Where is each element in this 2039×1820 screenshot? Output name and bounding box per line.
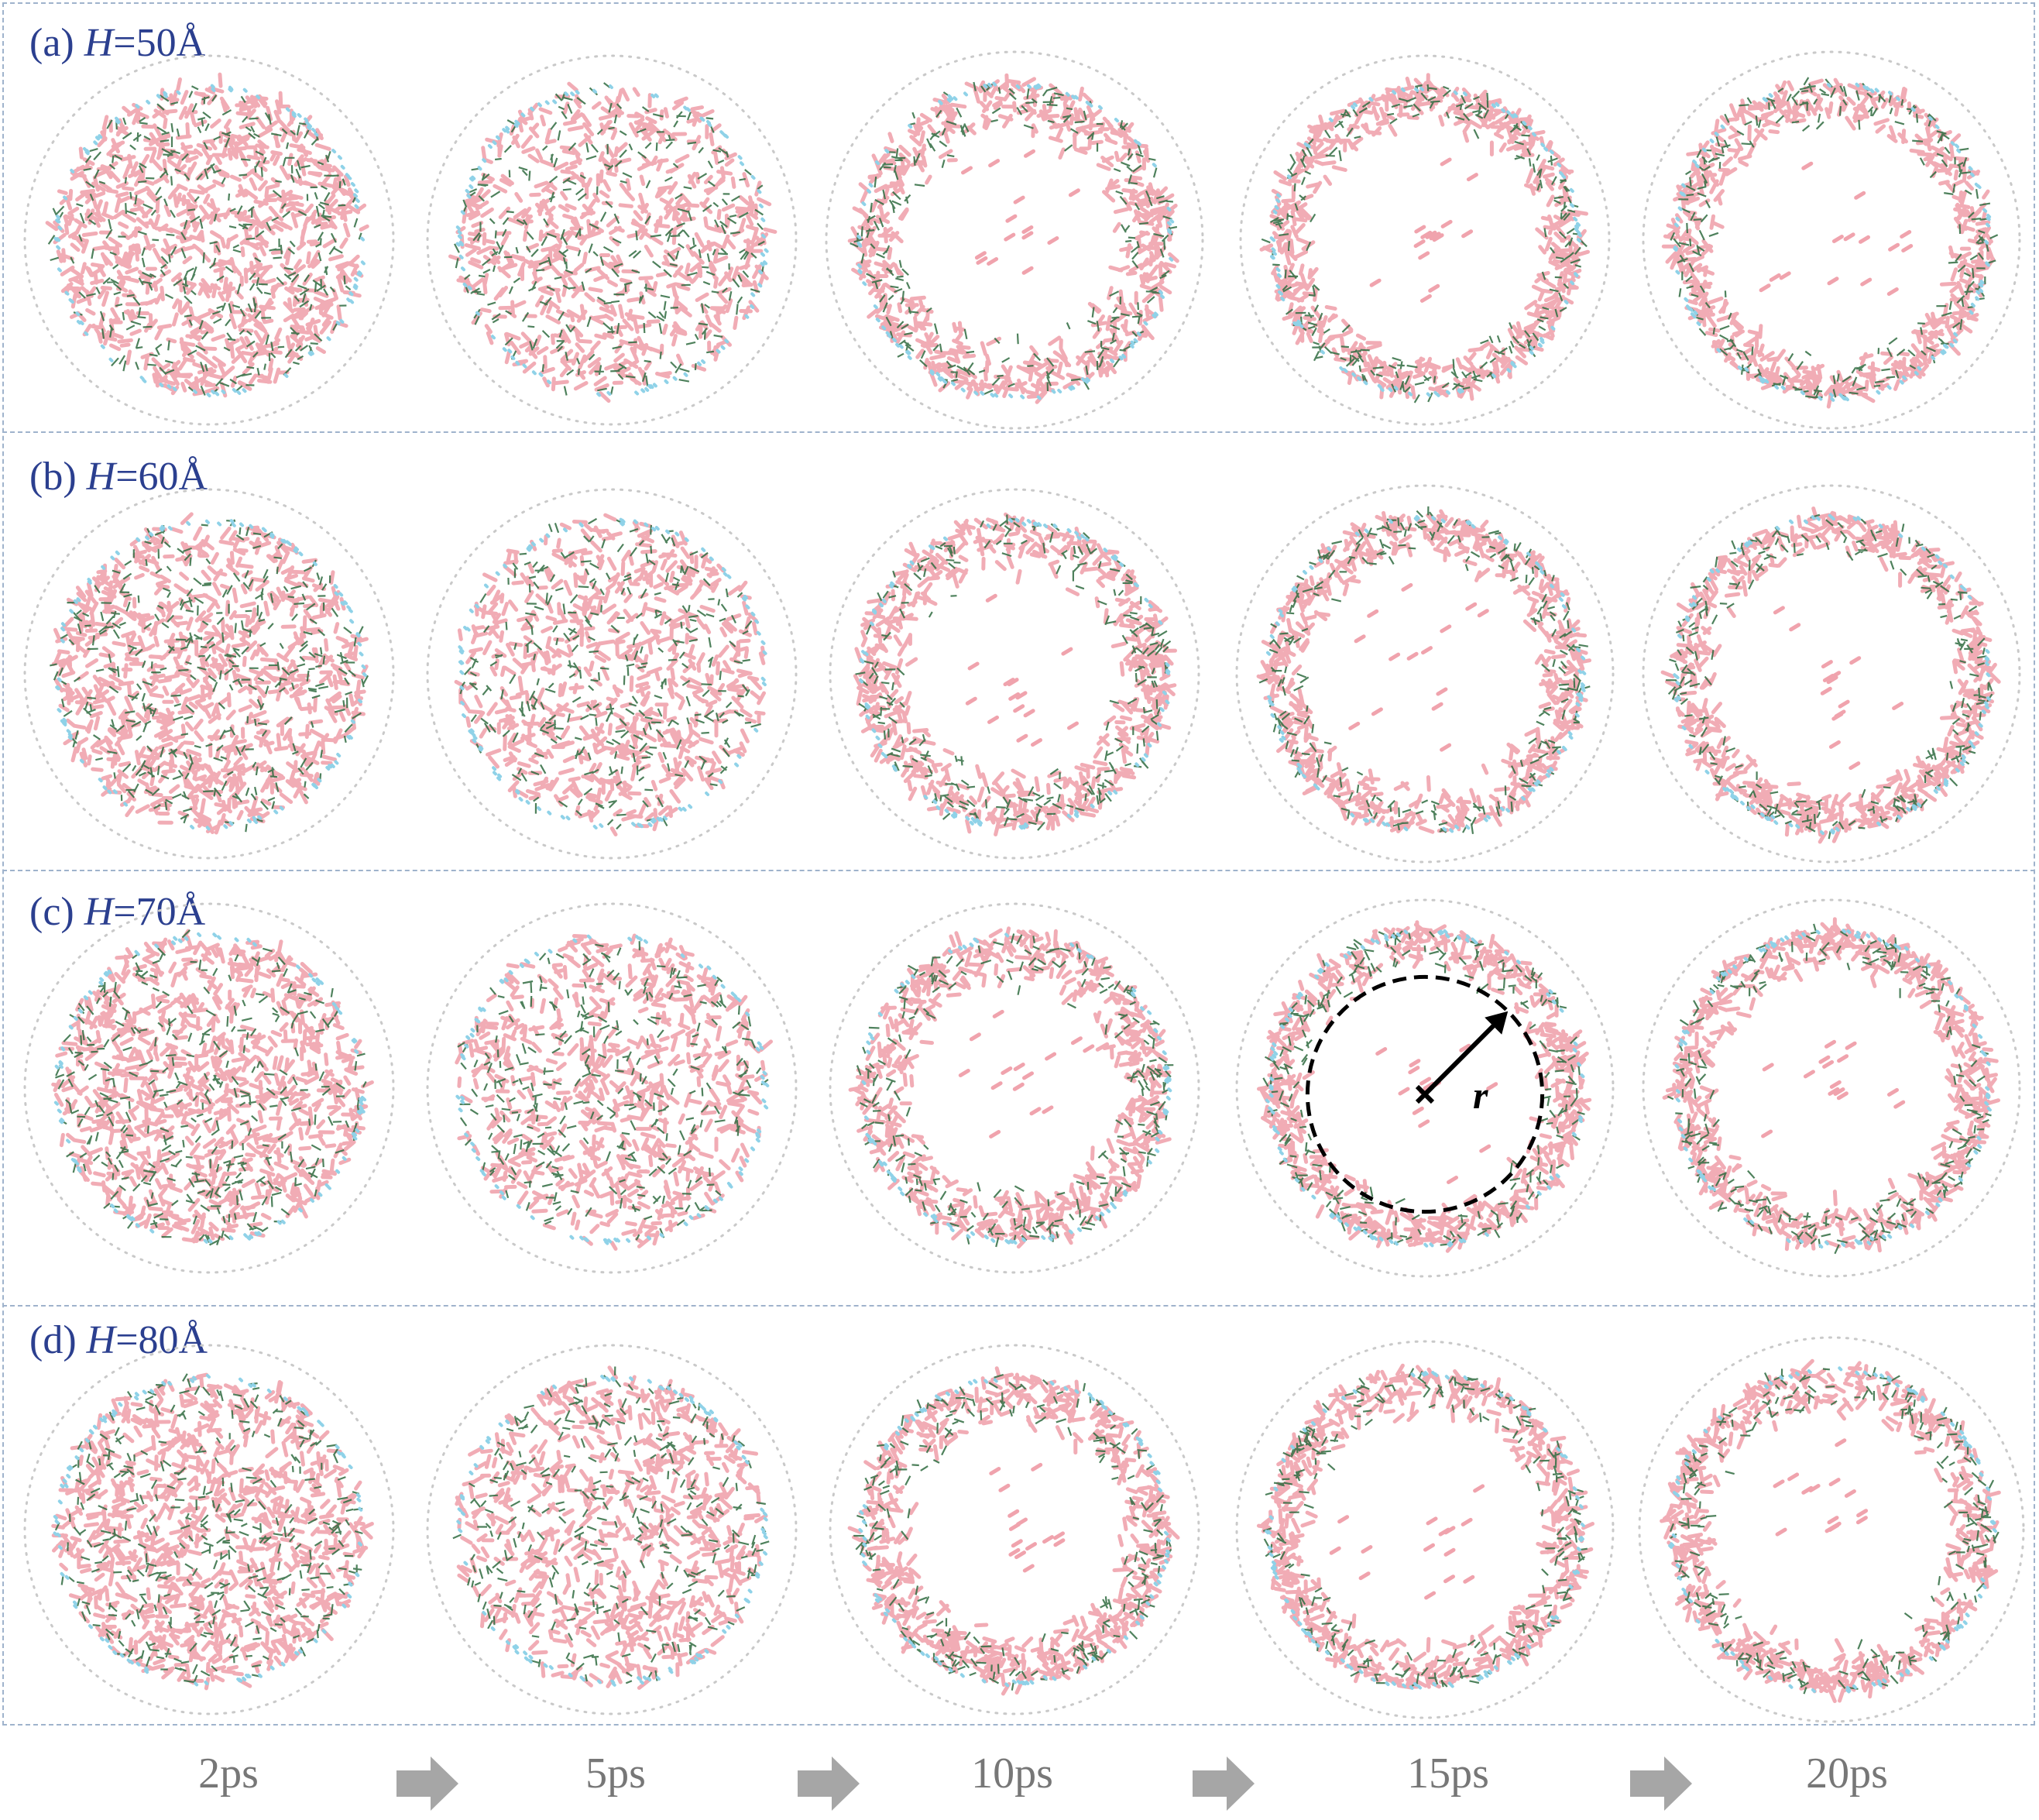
snapshot-3-4 [1638,1336,2025,1723]
arrow-right-icon [396,1756,458,1811]
arrow-right-icon [1630,1756,1692,1811]
snapshot-3-0 [23,1344,395,1715]
snapshot-1-1 [426,488,798,860]
row-separator-1 [2,431,2035,433]
snapshot-1-4 [1642,484,2021,864]
time-label-15ps: 15ps [1407,1750,1489,1798]
snapshot-3-3 [1235,1340,1615,1719]
figure-frame [2,2,2035,1726]
snapshot-2-0 [23,902,395,1274]
snapshot-0-1 [426,54,798,426]
row-separator-3 [2,1305,2035,1307]
snapshot-0-3 [1239,54,1611,426]
snapshot-1-0 [23,488,395,860]
arrowhead-icon [1485,1011,1509,1035]
radius-arrow [1423,1020,1499,1097]
row-separator-2 [2,870,2035,871]
time-label-2ps: 2ps [198,1750,259,1798]
row-label-a: (a) H=50Å [29,21,206,65]
snapshot-2-2 [829,902,1200,1274]
radius-label: r [1473,1073,1488,1117]
snapshot-2-1 [426,902,798,1274]
radius-circle [1305,974,1545,1214]
row-label-c: (c) H=70Å [29,890,206,934]
snapshot-1-3 [1235,484,1615,864]
snapshot-2-4 [1642,898,2021,1278]
snapshot-3-2 [829,1344,1200,1715]
time-label-5ps: 5ps [585,1750,646,1798]
time-label-20ps: 20ps [1806,1750,1888,1798]
time-label-10ps: 10ps [971,1750,1053,1798]
arrow-right-icon [1193,1756,1255,1811]
snapshot-0-0 [23,54,395,426]
snapshot-2-3: r [1235,898,1615,1278]
snapshot-1-2 [829,488,1200,860]
snapshot-0-4 [1642,50,2021,430]
snapshot-0-2 [825,50,1204,430]
snapshot-3-1 [426,1344,798,1715]
arrow-right-icon [798,1756,860,1811]
row-label-d: (d) H=80Å [29,1318,208,1362]
